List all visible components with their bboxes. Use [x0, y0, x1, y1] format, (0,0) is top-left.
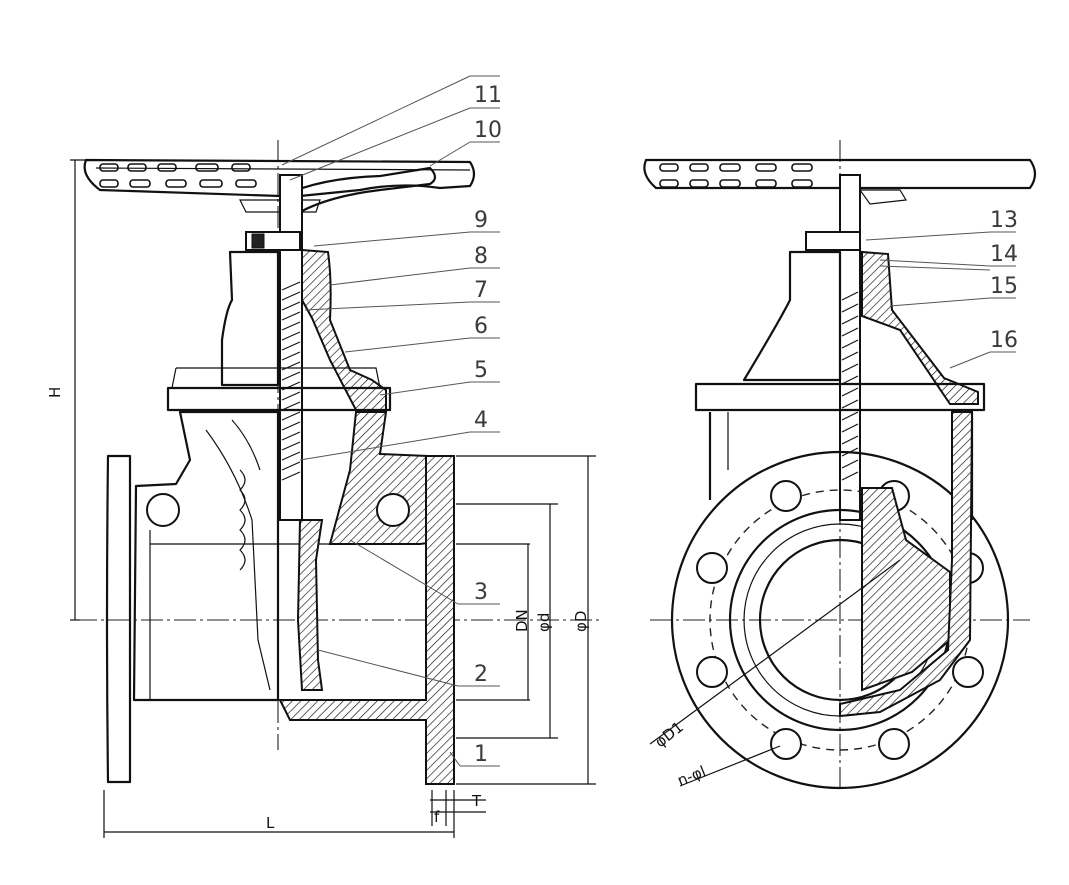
handwheel-end [643, 158, 1037, 205]
stem-side [279, 174, 303, 521]
bolt-hole-left [146, 493, 180, 527]
callout-labels-left: 11 10 9 8 7 6 5 4 3 2 1 [474, 83, 502, 767]
bonnet-side [220, 250, 280, 387]
bonnet-flange [166, 386, 392, 412]
handwheel-side [83, 158, 476, 213]
dim-d-label: φd [535, 613, 553, 632]
dim-length-label: L [266, 814, 275, 832]
callout-2: 2 [474, 662, 488, 687]
gate-wedge-side [296, 519, 324, 691]
flange-outer-circle [670, 450, 1010, 790]
bonnet-section [301, 248, 387, 411]
left-flange [105, 454, 132, 784]
bonnet-flange-end [694, 382, 986, 412]
callout-14: 14 [990, 242, 1018, 267]
dim-height-label: H [46, 387, 64, 398]
callout-16: 16 [990, 328, 1018, 353]
valve-body-side [132, 410, 280, 702]
callout-6: 6 [474, 314, 488, 339]
callout-7: 7 [474, 278, 488, 303]
dim-outer-label: φD [572, 611, 590, 632]
bolt-hole-right [376, 493, 410, 527]
callout-5: 5 [474, 358, 488, 383]
dimension-lines-side [70, 159, 596, 838]
callout-10: 10 [474, 118, 502, 143]
callout-1: 1 [474, 742, 488, 767]
dim-thickness-label: T [471, 792, 482, 810]
dim-bolt-circle-label: φD1 [651, 718, 687, 751]
callout-8: 8 [474, 244, 488, 269]
body-end-section [839, 411, 974, 718]
callout-15: 15 [990, 274, 1018, 299]
leader-lines-right [865, 231, 1016, 369]
stem-cap-end [805, 231, 861, 251]
dim-dn-label: DN [513, 609, 531, 632]
bonnet-end-section [861, 250, 979, 405]
callout-9: 9 [474, 208, 488, 233]
callout-4: 4 [474, 408, 488, 433]
stem-thread [281, 281, 301, 481]
nl-leader [679, 745, 781, 787]
callout-labels-right: 13 14 15 16 [990, 208, 1018, 353]
d1-leader [649, 559, 901, 745]
dim-face-label: f [434, 808, 440, 826]
callout-13: 13 [990, 208, 1018, 233]
stem-thread-end [841, 291, 859, 481]
end-section-view: φD1 n-φl [643, 140, 1037, 790]
callout-3: 3 [474, 580, 488, 605]
dim-bolt-holes-label: n-φl [675, 762, 709, 790]
callout-11: 11 [474, 83, 502, 108]
leader-lines-left [281, 75, 500, 767]
side-section-view: H L DN φd φD T f [46, 140, 600, 838]
bonnet-end [742, 250, 842, 382]
